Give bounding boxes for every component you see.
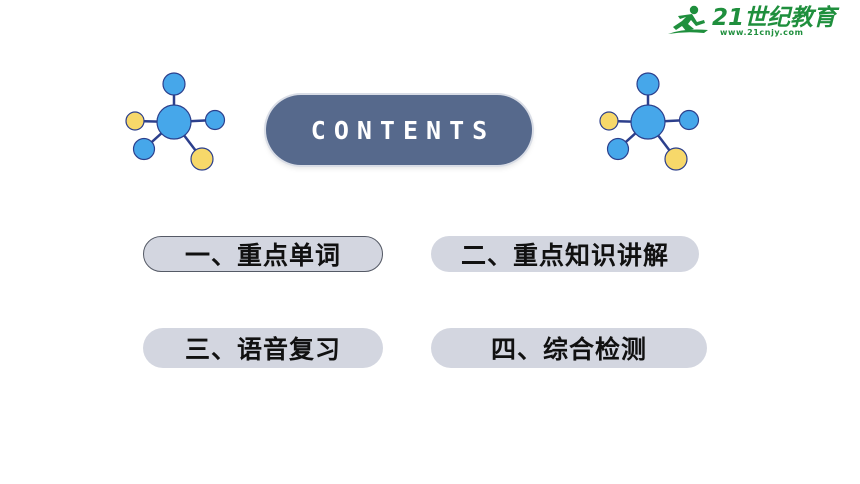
menu-item-key-words[interactable]: 一、重点单词 — [143, 236, 383, 272]
menu-item-phonetics-review[interactable]: 三、语音复习 — [143, 328, 383, 368]
menu-item-label: 四、综合检测 — [490, 335, 647, 364]
page-title: CONTENTS — [310, 115, 496, 145]
menu-item-label: 二、重点知识讲解 — [460, 241, 669, 270]
contents-heading-pill: CONTENTS — [266, 95, 532, 165]
brand-logo: 21世纪教育 www.21cnjy.com — [664, 4, 854, 38]
menu-item-key-knowledge[interactable]: 二、重点知识讲解 — [431, 236, 699, 272]
brand-name: 21世纪教育 — [712, 5, 837, 31]
brand-url: www.21cnjy.com — [720, 28, 804, 37]
menu-item-label: 一、重点单词 — [184, 241, 341, 270]
molecule-icon — [599, 72, 700, 171]
menu-item-comprehensive-test[interactable]: 四、综合检测 — [431, 328, 707, 368]
menu-item-label: 三、语音复习 — [184, 335, 341, 364]
running-person-logo-icon — [668, 5, 708, 34]
molecule-icon — [125, 72, 226, 171]
